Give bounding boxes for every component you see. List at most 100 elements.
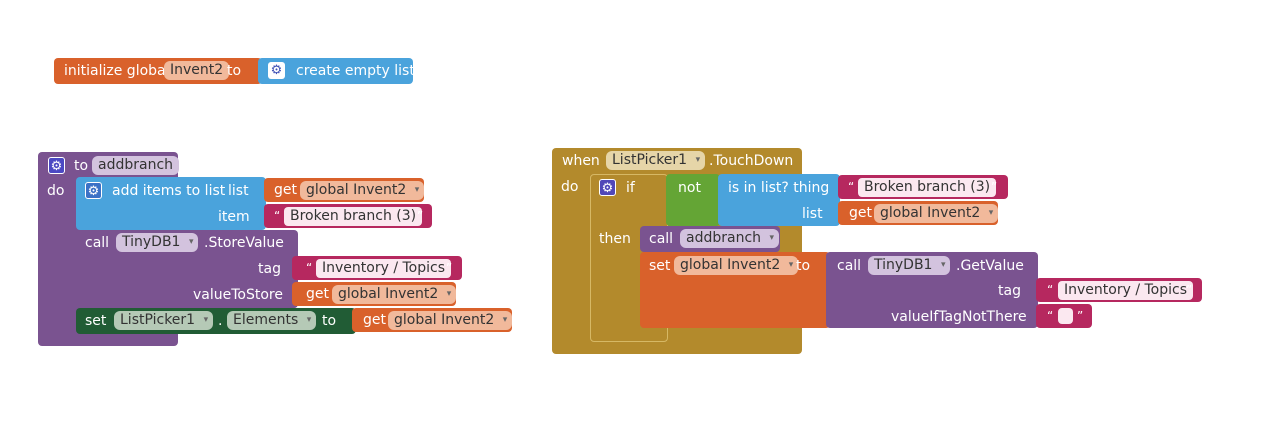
- create-empty-list-label: create empty list: [296, 63, 415, 79]
- dropdown-arrow-icon: ▾: [502, 315, 508, 325]
- set-to-label: to: [796, 258, 811, 274]
- storevalue-arm: [290, 252, 298, 308]
- get-label: get: [363, 312, 386, 328]
- dot-label: .: [218, 313, 223, 329]
- initialize-global-label: initialize global: [64, 63, 170, 79]
- tinydb-getvalue-block[interactable]: call TinyDB1 ▾ .GetValue tag valueIfTagNo…: [826, 252, 1038, 328]
- set-listpicker-elements-block[interactable]: set ListPicker1▾ . Elements▾ to: [76, 308, 356, 334]
- empty-text-block[interactable]: “ ”: [1036, 304, 1092, 328]
- component-dropdown[interactable]: TinyDB1 ▾: [868, 256, 951, 275]
- get-var-label: global Invent2: [394, 312, 495, 328]
- tag-label: tag: [258, 261, 281, 277]
- then-label: then: [599, 231, 631, 247]
- procedure-dropdown[interactable]: addbranch ▾: [680, 229, 780, 248]
- initialize-to-label: to: [227, 63, 242, 79]
- set-label: set: [649, 258, 671, 274]
- quote-open-icon: “: [848, 180, 855, 194]
- quote-open-icon: “: [274, 209, 281, 223]
- component-dropdown[interactable]: TinyDB1▾: [116, 233, 199, 252]
- set-var-dropdown[interactable]: global Invent2 ▾: [674, 256, 799, 275]
- add-items-label: add items to list: [112, 183, 226, 199]
- procedure-to-label: to: [74, 158, 89, 174]
- not-block[interactable]: not: [666, 174, 720, 226]
- get-var-label: global Invent2: [338, 286, 439, 302]
- call-label: call: [837, 258, 862, 274]
- dropdown-arrow-icon: ▾: [446, 289, 452, 299]
- component-label: TinyDB1: [874, 257, 933, 273]
- text-field[interactable]: Broken branch (3): [858, 178, 997, 197]
- get-var-dropdown[interactable]: global Invent2 ▾: [388, 311, 513, 330]
- create-empty-list-block[interactable]: ⚙ create empty list: [258, 58, 415, 84]
- dropdown-arrow-icon: ▾: [414, 185, 420, 195]
- quote-open-icon: “: [1047, 309, 1054, 323]
- gear-icon[interactable]: ⚙: [268, 62, 285, 79]
- add-items-item-label: item: [218, 209, 250, 225]
- add-items-list-label: list: [228, 183, 249, 199]
- component-label: ListPicker1: [612, 152, 688, 168]
- event-name-label: .TouchDown: [709, 153, 794, 169]
- text-block[interactable]: “ Broken branch (3) ”: [838, 175, 1008, 199]
- procedure-name-field[interactable]: addbranch: [92, 156, 180, 175]
- value-to-store-label: valueToStore: [193, 287, 283, 303]
- is-in-list-list-label: list: [802, 206, 823, 222]
- quote-close-icon: ”: [1186, 283, 1193, 297]
- text-field[interactable]: Inventory / Topics: [316, 259, 451, 278]
- dropdown-arrow-icon: ▾: [769, 233, 775, 243]
- get-global-block[interactable]: get global Invent2▾: [264, 178, 425, 202]
- dropdown-arrow-icon: ▾: [203, 315, 209, 325]
- property-label: Elements: [233, 312, 299, 328]
- if-label: if: [626, 180, 635, 196]
- call-procedure-block[interactable]: call addbranch ▾: [640, 226, 780, 252]
- quote-close-icon: ”: [991, 180, 998, 194]
- global-var-name-field[interactable]: Invent2: [164, 61, 230, 80]
- event-do-label: do: [561, 179, 579, 195]
- procedure-do-label: do: [47, 183, 65, 199]
- component-dropdown[interactable]: ListPicker1 ▾: [114, 311, 214, 330]
- component-label: TinyDB1: [122, 234, 181, 250]
- empty-text-field[interactable]: [1058, 308, 1073, 324]
- value-if-tag-not-there-label: valueIfTagNotThere: [891, 309, 1027, 325]
- component-dropdown[interactable]: ListPicker1▾: [606, 151, 706, 170]
- get-var-dropdown[interactable]: global Invent2 ▾: [300, 181, 425, 200]
- gear-icon[interactable]: ⚙: [85, 182, 102, 199]
- dropdown-arrow-icon: ▾: [940, 260, 946, 270]
- quote-open-icon: “: [1047, 283, 1054, 297]
- get-var-label: global Invent2: [880, 205, 981, 221]
- text-block[interactable]: “ Inventory / Topics ”: [292, 256, 462, 280]
- text-block[interactable]: “ Inventory / Topics ”: [1036, 278, 1202, 302]
- quote-close-icon: ”: [417, 209, 424, 223]
- text-block[interactable]: “ Broken branch (3) ”: [264, 204, 432, 228]
- is-in-list-label: is in list? thing: [728, 180, 830, 196]
- dropdown-arrow-icon: ▾: [788, 260, 794, 270]
- set-global-block[interactable]: set global Invent2 ▾ to: [640, 252, 830, 328]
- storevalue-method-label: .StoreValue: [204, 235, 284, 251]
- add-items-to-list-block[interactable]: ⚙ add items to list list item: [76, 177, 266, 230]
- getvalue-method-label: .GetValue: [956, 258, 1024, 274]
- property-dropdown[interactable]: Elements▾: [227, 311, 317, 330]
- text-field[interactable]: Broken branch (3): [284, 207, 423, 226]
- not-label: not: [678, 180, 701, 196]
- tag-label: tag: [998, 283, 1021, 299]
- get-var-label: global Invent2: [306, 182, 407, 198]
- get-global-block[interactable]: get global Invent2 ▾: [838, 201, 999, 225]
- get-label: get: [849, 205, 872, 221]
- set-label: set: [85, 313, 107, 329]
- is-in-list-block[interactable]: is in list? thing list: [718, 174, 840, 226]
- get-global-block[interactable]: get global Invent2 ▾: [352, 308, 513, 332]
- get-global-block[interactable]: get global Invent2 ▾: [292, 282, 457, 306]
- dropdown-arrow-icon: ▾: [988, 208, 994, 218]
- gear-icon[interactable]: ⚙: [599, 179, 616, 196]
- initialize-global-block[interactable]: initialize global Invent2 to: [54, 58, 262, 84]
- get-label: get: [306, 286, 329, 302]
- quote-close-icon: ”: [1077, 309, 1084, 323]
- set-var-label: global Invent2: [680, 257, 781, 273]
- text-field[interactable]: Inventory / Topics: [1058, 281, 1193, 300]
- procedure-label: addbranch: [686, 230, 762, 246]
- when-label: when: [562, 153, 600, 169]
- get-var-dropdown[interactable]: global Invent2 ▾: [332, 285, 457, 304]
- component-label: ListPicker1: [120, 312, 196, 328]
- get-var-dropdown[interactable]: global Invent2 ▾: [874, 204, 999, 223]
- tinydb-storevalue-block[interactable]: call TinyDB1▾ .StoreValue tag valueToSto…: [76, 230, 298, 308]
- gear-icon[interactable]: ⚙: [48, 157, 65, 174]
- call-label: call: [649, 231, 674, 247]
